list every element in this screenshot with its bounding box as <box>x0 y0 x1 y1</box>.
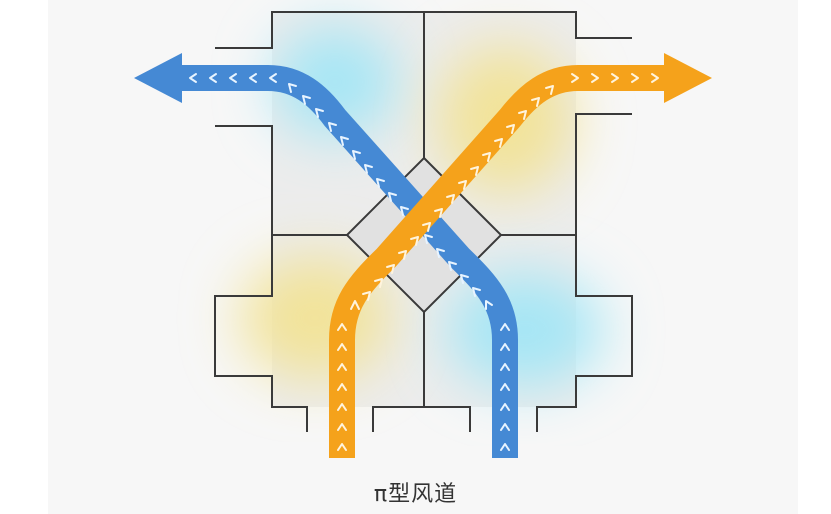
supply-arrow-head <box>664 53 712 103</box>
housing-outline <box>214 11 633 432</box>
supply-chevrons <box>337 73 659 451</box>
cool-glow-top-left <box>273 27 397 137</box>
exhaust-arrow-head <box>134 53 182 103</box>
diagram-caption: π型风道 <box>373 482 458 507</box>
cool-glow-bottom-right <box>447 272 603 388</box>
supply-flow <box>329 53 712 458</box>
